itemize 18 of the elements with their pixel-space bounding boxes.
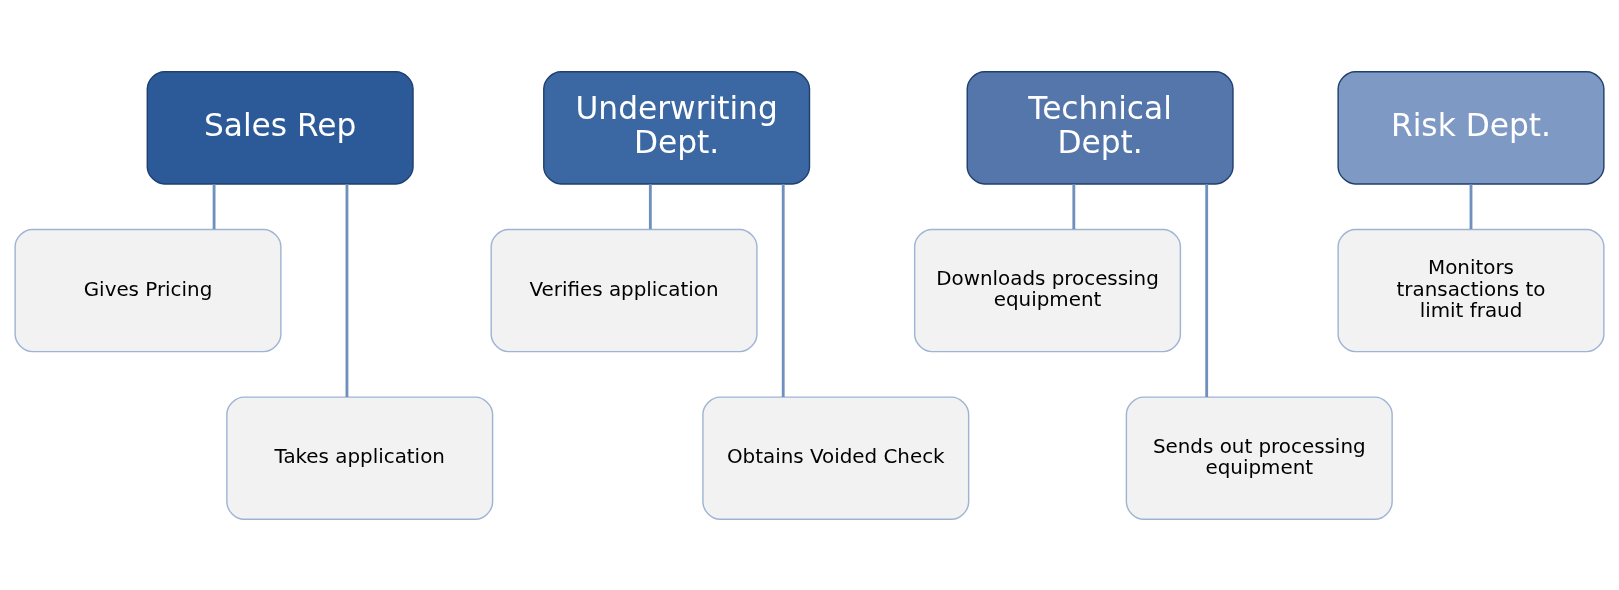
connector <box>781 183 785 397</box>
node-box: Sales Rep <box>146 70 414 185</box>
connector <box>1072 183 1076 229</box>
node-box: Monitors transactions to limit fraud <box>1337 228 1605 352</box>
connector <box>1205 183 1209 397</box>
connector <box>345 183 349 397</box>
connector <box>648 183 652 229</box>
connector <box>1469 183 1473 229</box>
node-box: Sends out processing equipment <box>1125 395 1393 520</box>
node-box: Underwriting Dept. <box>543 70 811 185</box>
connector <box>212 183 216 229</box>
node-box: Technical Dept. <box>966 70 1234 185</box>
node-box: Gives Pricing <box>14 228 282 352</box>
node-box: Takes application <box>226 395 494 520</box>
node-box: Downloads processing equipment <box>913 228 1182 352</box>
node-box: Risk Dept. <box>1337 70 1605 185</box>
node-box: Verifies application <box>490 228 758 352</box>
node-box: Obtains Voided Check <box>702 395 970 520</box>
